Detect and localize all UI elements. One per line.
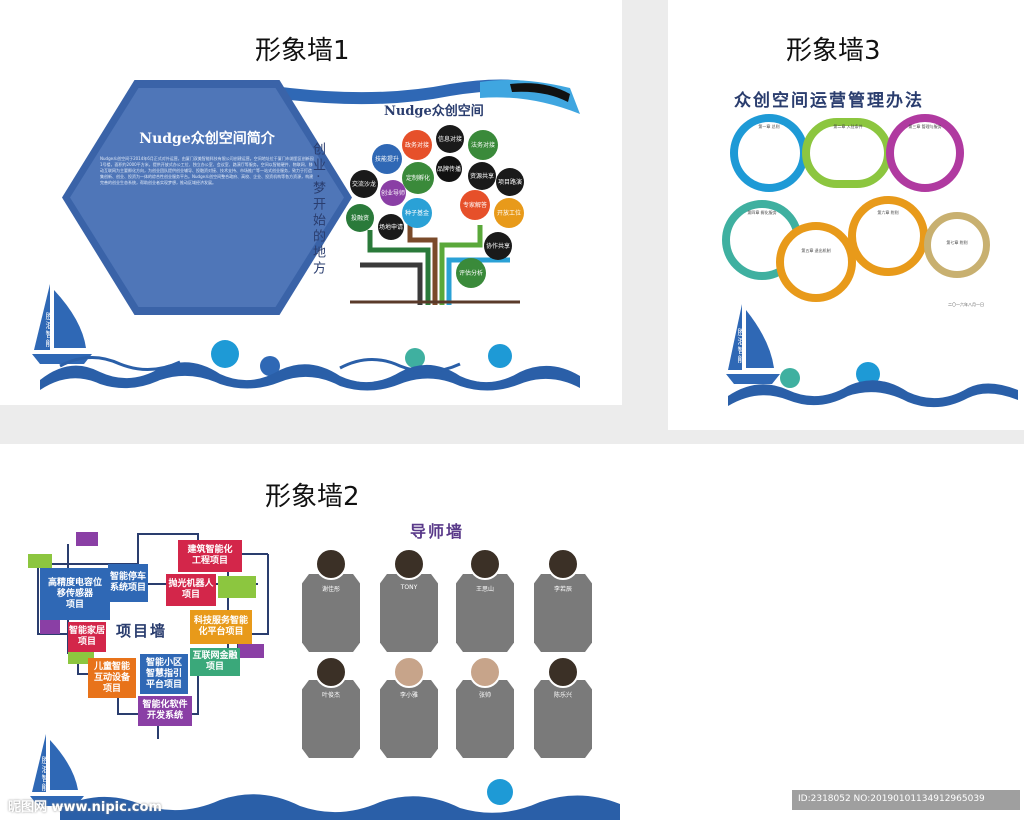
mentor-name: 李小雅: [399, 692, 418, 699]
tree-item: 评估分析: [456, 258, 486, 288]
tree-item: 政务对接: [402, 130, 432, 160]
tree-item: 定制孵化: [402, 162, 434, 194]
rule-ring: [730, 114, 808, 192]
mentor-card: [380, 680, 438, 758]
tree-item: 专家解答: [460, 190, 490, 220]
wall3-heading: 众创空间运营管理办法: [734, 91, 924, 111]
mentor-avatar: [315, 548, 347, 580]
intro-hexagon-content: Nudge众创空间简介 Nudge众创空间于2014年6月正式对外运营，由厦门双…: [70, 88, 344, 307]
mentor-card: [534, 574, 592, 652]
project-tile: 互联网金融 项目: [190, 648, 240, 676]
mentor-card: [534, 680, 592, 758]
watermark-id-bar: [792, 790, 1020, 810]
mentor-name: 陈乐兴: [553, 692, 572, 699]
project-tile: 建筑智能化 工程项目: [178, 540, 242, 572]
mentor-avatar: [469, 548, 501, 580]
project-tile: 智能化软件 开发系统: [138, 696, 192, 726]
mentor-avatar: [393, 656, 425, 688]
sailboat-logo: [32, 284, 92, 364]
ring-label: 第三章 管理与服务: [908, 124, 942, 129]
project-tile: 智能停车 系统项目: [108, 564, 148, 602]
rule-ring: [924, 212, 990, 278]
tree-arrows: [350, 220, 520, 305]
mentor-name: 李若辰: [553, 586, 572, 593]
tree-item: 交流沙龙: [350, 170, 378, 198]
wall3-title: 形象墙3: [786, 36, 881, 66]
vertical-slogan: 创业·梦开始的地方: [310, 142, 325, 278]
wave-decoration: [728, 362, 1018, 408]
mentor-card: [302, 574, 360, 652]
tree-item: 资源共享: [468, 162, 496, 190]
rule-ring: [886, 114, 964, 192]
project-tile: 儿童智能 互动设备 项目: [88, 658, 136, 698]
mentor-name: 张帅: [478, 692, 491, 699]
tree-item: 法务对接: [468, 130, 498, 160]
mentor-name: 王思山: [475, 586, 494, 593]
boat-text: 胜浪智能: [737, 328, 746, 364]
mentor-card: [302, 680, 360, 758]
tree-item: 创业导师: [380, 180, 406, 206]
tree-item: 技能提升: [372, 144, 402, 174]
tree-item: 项目路演: [496, 168, 524, 196]
watermark-id: ID:2318052 NO:20190101134912965039: [798, 794, 985, 804]
mentor-avatar: [547, 656, 579, 688]
tree-item: 品牌传播: [436, 156, 462, 182]
mentor-avatar: [315, 656, 347, 688]
project-tile: 智能小区 智慧指引 平台项目: [140, 654, 188, 694]
tree-item: 场地申请: [378, 214, 404, 240]
wall1-title: 形象墙1: [255, 36, 350, 66]
mentor-avatar: [393, 548, 425, 580]
project-tile: 抛光机器人 项目: [166, 574, 216, 606]
boat-text: 胜浪智能: [41, 756, 50, 792]
ring-label: 第二章 入驻条件: [833, 124, 863, 129]
intro-title: Nudge众创空间简介: [139, 131, 275, 147]
mentor-name: TONY: [400, 584, 418, 591]
mentor-title: 导师墙: [410, 522, 465, 541]
intro-text: Nudge众创空间于2014年6月正式对外运营，由厦门双美智能科技有限公司创建运…: [100, 156, 314, 185]
wall3-panel: 形象墙3 众创空间运营管理办法 第一章 总则 第二章 入驻条件 第三章 管理与服…: [668, 0, 1024, 430]
rule-ring: [848, 196, 928, 276]
mentor-card: [380, 574, 438, 652]
ring-label: 第五章 退出机制: [801, 248, 831, 253]
wall2-title: 形象墙2: [265, 482, 360, 512]
tree-item: 信息对接: [436, 125, 464, 153]
tree-title: Nudge众创空间: [384, 104, 484, 119]
project-tile: 高精度电容位 移传感器 项目: [40, 568, 110, 620]
sailboat-logo: [726, 304, 780, 384]
ring-label: 第七章 附则: [946, 240, 968, 245]
wall2-panel: 形象墙2 建筑智能化 工程项目 高精度电容位 移传感器 项目 智能停车 系统项目…: [0, 444, 1024, 820]
mentor-name: 谢佳彤: [321, 586, 340, 593]
tree-item: 协作共享: [484, 232, 512, 260]
tree-item: 投融资: [346, 204, 374, 232]
watermark-logo: 昵图网 www.nipic.com: [8, 800, 162, 815]
tree-item: 开放工位: [494, 198, 524, 228]
heart-label: 项目墙: [116, 622, 168, 640]
ring-label: 第四章 孵化服务: [747, 210, 777, 215]
ring-label: 第一章 总则: [758, 124, 780, 129]
rule-ring: [776, 222, 856, 302]
tree-item: 种子基金: [402, 198, 432, 228]
wave-decoration: [40, 340, 580, 391]
rule-ring: [802, 118, 892, 188]
mentor-avatar: [547, 548, 579, 580]
mentor-card: [456, 680, 514, 758]
boat-text: 胜浪智能: [45, 312, 54, 348]
wall1-panel: 形象墙1 Nudge众创空间简介 Nudge众创空间于2014年6月正式对外运营…: [0, 0, 622, 405]
project-tile: 科技服务智能 化平台项目: [190, 610, 252, 644]
wave-decoration: [60, 779, 620, 820]
mentor-avatar: [469, 656, 501, 688]
wall3-footer-note: 二〇一六年八月一日: [948, 302, 984, 307]
wall2-background-right: [625, 444, 1024, 820]
mentor-name: 叶俊杰: [321, 692, 340, 699]
mentor-card: [456, 574, 514, 652]
project-tile: 智能家居 项目: [68, 622, 106, 652]
ring-label: 第六章 附则: [877, 210, 899, 215]
